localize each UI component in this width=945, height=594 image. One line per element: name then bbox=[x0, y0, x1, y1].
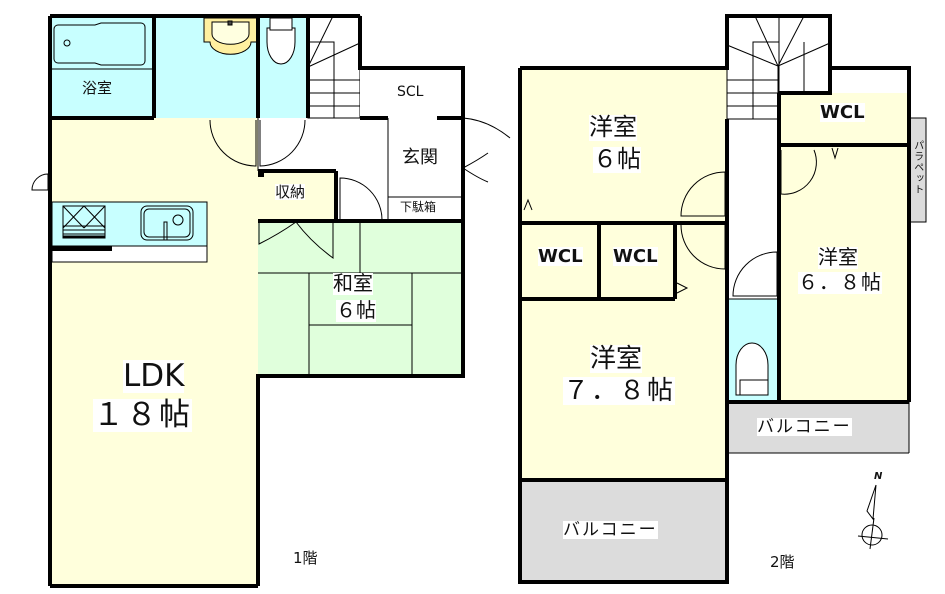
floor-2-caption: 2階 bbox=[770, 553, 795, 571]
wcl-a-label: WCL bbox=[538, 246, 583, 267]
bathroom-area bbox=[50, 16, 154, 118]
scl-label: SCL bbox=[397, 84, 424, 100]
western-room-78-name: 洋室 bbox=[590, 344, 643, 374]
walls-2f bbox=[518, 14, 911, 584]
washbasin-icon bbox=[203, 17, 258, 55]
parapet-label: パラペット bbox=[911, 140, 923, 195]
stairs-1f bbox=[307, 15, 361, 119]
balcony-large-label: バルコニー bbox=[563, 520, 658, 540]
western-room-68-name: 洋室 bbox=[818, 245, 858, 269]
western-room-6-area bbox=[520, 68, 727, 223]
bathroom-label: 浴室 bbox=[82, 79, 113, 97]
entrance-label: 玄関 bbox=[402, 147, 438, 168]
floor-2 bbox=[518, 14, 927, 584]
doors-1f bbox=[31, 117, 511, 259]
storage-label: 収納 bbox=[275, 183, 306, 201]
western-room-68-size: ６．８帖 bbox=[798, 270, 882, 294]
shoe-box-label: 下駄箱 bbox=[400, 200, 437, 214]
japanese-room-size: ６帖 bbox=[336, 298, 376, 322]
western-room-6-name: 洋室 bbox=[589, 113, 637, 141]
sink-icon bbox=[140, 205, 194, 241]
ldk-area bbox=[50, 118, 258, 586]
japanese-room-name: 和室 bbox=[333, 271, 373, 295]
toilet-icon-2f bbox=[735, 342, 769, 396]
stairs-2f bbox=[726, 15, 831, 120]
stove-icon bbox=[62, 205, 106, 239]
doors-2f bbox=[523, 147, 839, 297]
floor-1-caption: 1階 bbox=[293, 549, 318, 567]
bathtub-icon bbox=[53, 22, 146, 66]
western-room-78-size: ７．８帖 bbox=[563, 376, 676, 406]
western-room-6-size: ６帖 bbox=[593, 145, 641, 173]
wcl-c-label: WCL bbox=[820, 102, 865, 123]
floor-1 bbox=[31, 14, 511, 588]
walls-1f bbox=[48, 14, 465, 588]
compass-north-label: N bbox=[874, 471, 883, 482]
ldk-name: LDK bbox=[123, 358, 185, 394]
wcl-b-label: WCL bbox=[613, 246, 658, 267]
balcony-small-label: バルコニー bbox=[757, 417, 852, 437]
toilet-icon-1f bbox=[266, 17, 296, 65]
north-compass-icon bbox=[857, 484, 889, 550]
ldk-size: １８帖 bbox=[93, 397, 192, 433]
